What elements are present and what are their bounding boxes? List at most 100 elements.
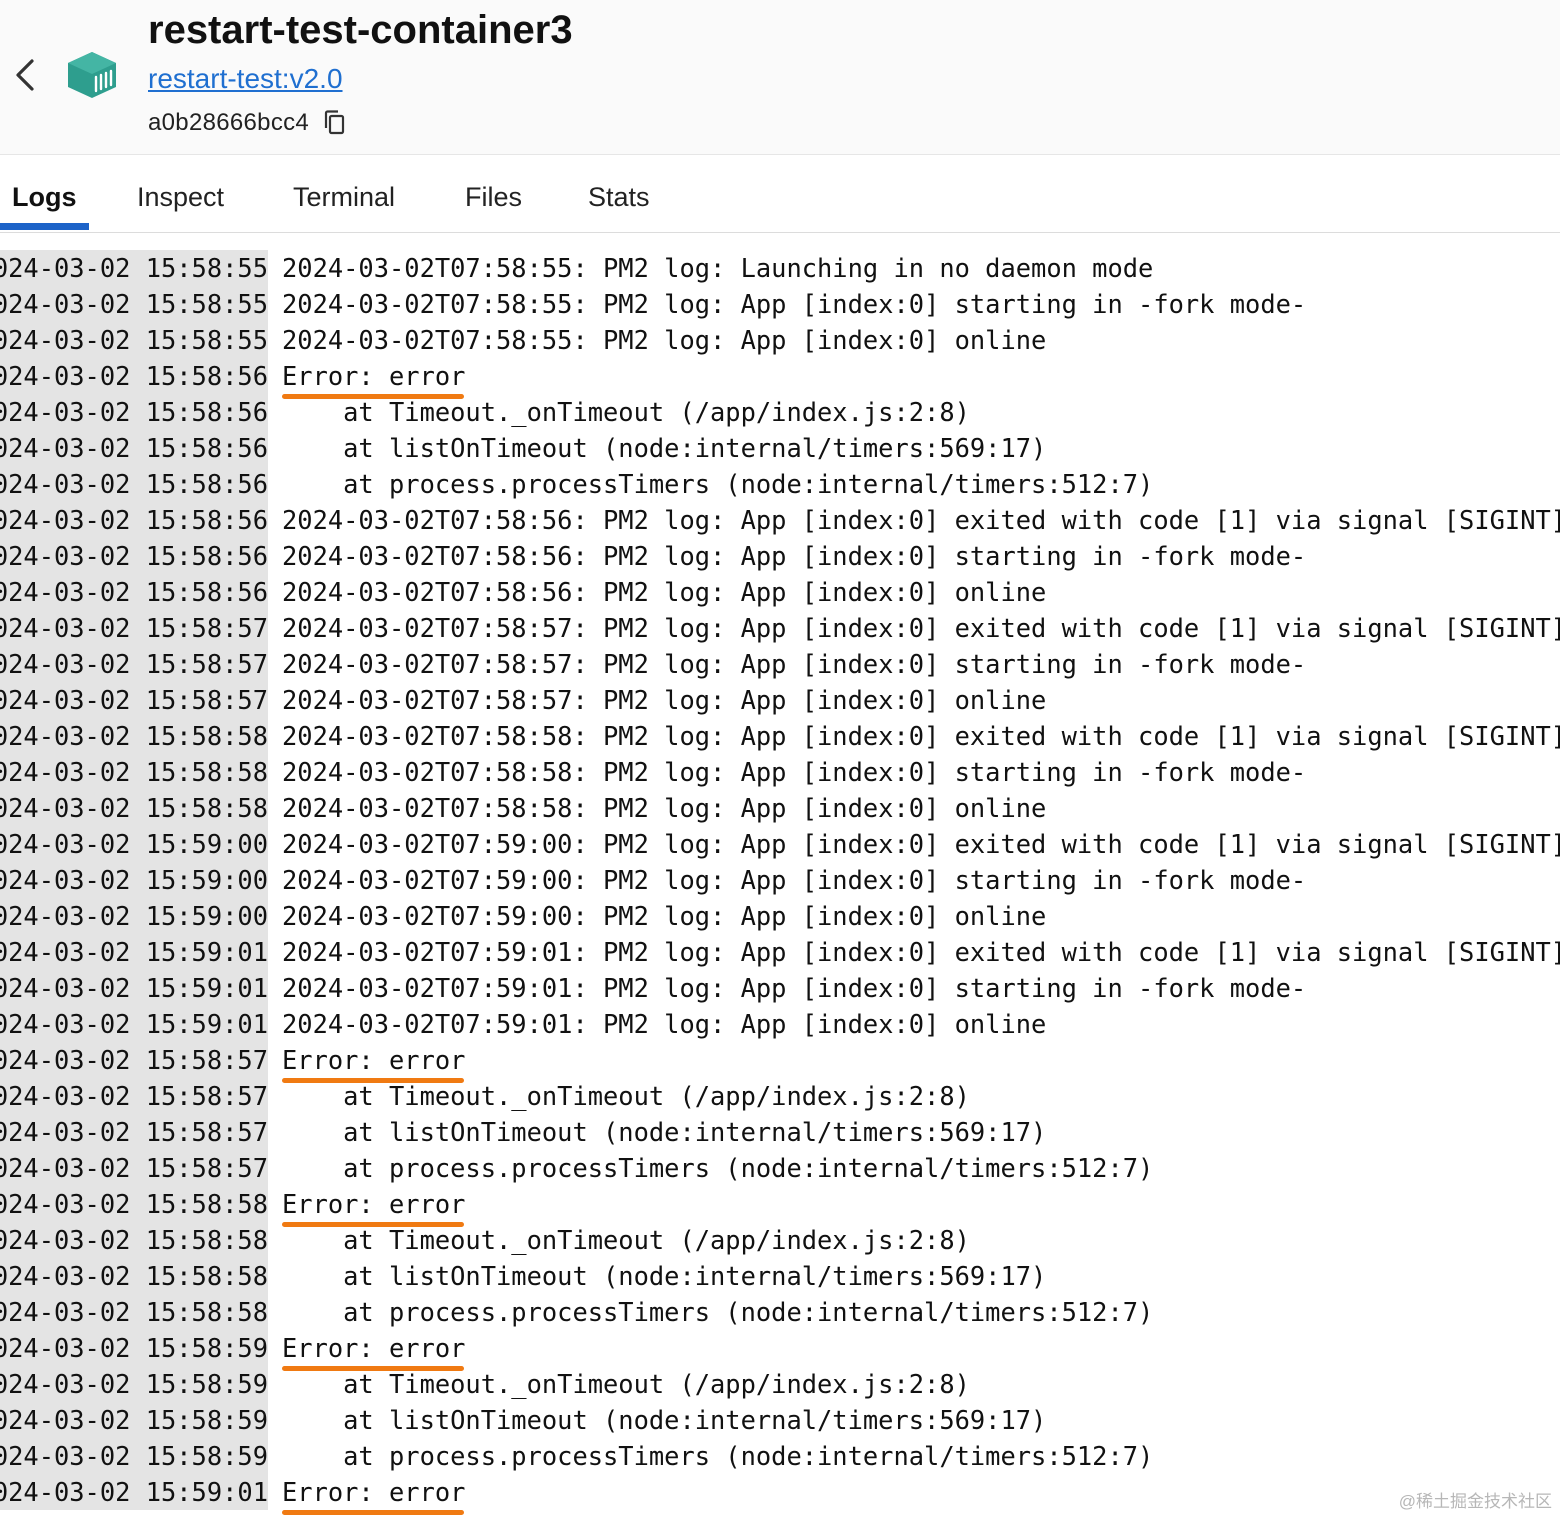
log-timestamp-text: 2024-03-02 15:58:58 [0,1189,268,1219]
chevron-left-icon[interactable] [10,56,40,94]
log-message: at listOnTimeout (node:internal/timers:5… [282,1405,1047,1435]
log-timestamp: 2024-03-02 15:59:00 [0,826,268,862]
log-timestamp-text: 2024-03-02 15:58:58 [0,1297,268,1327]
log-row: 2024-03-02 15:58:56 2024-03-02T07:58:56: … [0,502,1560,538]
log-row: 2024-03-02 15:58:58 at process.processTi… [0,1294,1560,1330]
log-row: 2024-03-02 15:58:58 2024-03-02T07:58:58: … [0,718,1560,754]
log-row: 2024-03-02 15:58:59 at listOnTimeout (no… [0,1402,1560,1438]
log-row: 2024-03-02 15:58:57 Error: error [0,1042,1560,1083]
log-message: 2024-03-02T07:58:56: PM2 log: App [index… [282,541,1307,571]
log-timestamp: 2024-03-02 15:58:58 [0,718,268,754]
log-row: 2024-03-02 15:58:57 at process.processTi… [0,1150,1560,1186]
log-timestamp-text: 2024-03-02 15:59:01 [0,1477,268,1507]
log-row: 2024-03-02 15:59:01 2024-03-02T07:59:01: … [0,934,1560,970]
log-message: at Timeout._onTimeout (/app/index.js:2:8… [282,397,970,427]
log-timestamp: 2024-03-02 15:59:01 [0,934,268,970]
error-highlight-underline [282,1366,464,1371]
log-row: 2024-03-02 15:58:56 2024-03-02T07:58:56: … [0,574,1560,610]
log-message: 2024-03-02T07:58:57: PM2 log: App [index… [282,649,1307,679]
log-message: 2024-03-02T07:58:57: PM2 log: App [index… [282,685,1047,715]
log-message: 2024-03-02T07:58:58: PM2 log: App [index… [282,757,1307,787]
log-timestamp-text: 2024-03-02 15:59:01 [0,937,268,967]
log-message: 2024-03-02T07:59:01: PM2 log: App [index… [282,973,1307,1003]
log-row: 2024-03-02 15:58:56 at Timeout._onTimeou… [0,394,1560,430]
log-timestamp: 2024-03-02 15:58:58 [0,1258,268,1294]
tab-stats[interactable]: Stats [588,182,650,212]
log-timestamp-text: 2024-03-02 15:58:55 [0,289,268,319]
log-row: 2024-03-02 15:59:01 2024-03-02T07:59:01: … [0,1006,1560,1042]
log-message: at Timeout._onTimeout (/app/index.js:2:8… [282,1369,970,1399]
log-timestamp-text: 2024-03-02 15:58:56 [0,577,268,607]
log-timestamp-text: 2024-03-02 15:58:56 [0,397,268,427]
log-timestamp-text: 2024-03-02 15:58:58 [0,757,268,787]
log-timestamp: 2024-03-02 15:59:01 [0,1474,268,1510]
error-highlight-underline [282,1078,464,1083]
log-message: 2024-03-02T07:59:01: PM2 log: App [index… [282,937,1560,967]
log-timestamp: 2024-03-02 15:58:55 [0,286,268,322]
log-row: 2024-03-02 15:58:56 2024-03-02T07:58:56: … [0,538,1560,574]
log-row: 2024-03-02 15:58:58 at listOnTimeout (no… [0,1258,1560,1294]
log-timestamp-text: 2024-03-02 15:58:57 [0,649,268,679]
log-timestamp: 2024-03-02 15:58:58 [0,1222,268,1258]
log-message: 2024-03-02T07:58:57: PM2 log: App [index… [282,613,1560,643]
tab-logs[interactable]: Logs [12,182,77,212]
log-timestamp-text: 2024-03-02 15:58:55 [0,325,268,355]
log-timestamp-text: 2024-03-02 15:58:58 [0,793,268,823]
log-timestamp-text: 2024-03-02 15:58:56 [0,361,268,391]
log-timestamp-text: 2024-03-02 15:58:59 [0,1441,268,1471]
log-timestamp: 2024-03-02 15:58:56 [0,502,268,538]
log-message: at process.processTimers (node:internal/… [282,469,1154,499]
log-timestamp: 2024-03-02 15:58:55 [0,250,268,286]
log-error-message: Error: error [282,1477,466,1507]
tab-files[interactable]: Files [465,182,523,212]
tab-terminal[interactable]: Terminal [293,182,396,212]
log-message: at process.processTimers (node:internal/… [282,1153,1154,1183]
image-tag-link[interactable]: restart-test:v2.0 [148,63,343,94]
log-timestamp: 2024-03-02 15:58:56 [0,358,268,394]
log-message: 2024-03-02T07:58:58: PM2 log: App [index… [282,793,1047,823]
log-row: 2024-03-02 15:58:55 2024-03-02T07:58:55: … [0,250,1560,286]
log-row: 2024-03-02 15:59:01 2024-03-02T07:59:01: … [0,970,1560,1006]
log-error-message: Error: error [282,1333,466,1363]
log-message: 2024-03-02T07:58:56: PM2 log: App [index… [282,505,1560,535]
log-timestamp: 2024-03-02 15:58:57 [0,682,268,718]
log-row: 2024-03-02 15:59:01 Error: error [0,1474,1560,1515]
log-row: 2024-03-02 15:58:58 at Timeout._onTimeou… [0,1222,1560,1258]
log-timestamp: 2024-03-02 15:58:57 [0,1042,268,1078]
log-timestamp: 2024-03-02 15:58:56 [0,538,268,574]
log-message: 2024-03-02T07:58:55: PM2 log: Launching … [282,253,1154,283]
log-row: 2024-03-02 15:58:55 2024-03-02T07:58:55: … [0,322,1560,358]
log-message: at listOnTimeout (node:internal/timers:5… [282,1261,1047,1291]
log-timestamp: 2024-03-02 15:58:57 [0,1150,268,1186]
copy-icon[interactable] [322,108,348,138]
log-row: 2024-03-02 15:58:57 2024-03-02T07:58:57: … [0,646,1560,682]
log-timestamp-text: 2024-03-02 15:58:55 [0,253,268,283]
log-timestamp: 2024-03-02 15:59:01 [0,970,268,1006]
log-message: 2024-03-02T07:58:55: PM2 log: App [index… [282,325,1047,355]
log-timestamp: 2024-03-02 15:58:59 [0,1402,268,1438]
container-id: a0b28666bcc4 [148,109,310,136]
log-message: 2024-03-02T07:59:01: PM2 log: App [index… [282,1009,1047,1039]
log-timestamp: 2024-03-02 15:58:57 [0,1078,268,1114]
log-message: 2024-03-02T07:58:58: PM2 log: App [index… [282,721,1560,751]
log-timestamp-text: 2024-03-02 15:59:00 [0,829,268,859]
log-row: 2024-03-02 15:58:56 at process.processTi… [0,466,1560,502]
log-message: at Timeout._onTimeout (/app/index.js:2:8… [282,1081,970,1111]
log-timestamp-text: 2024-03-02 15:58:56 [0,541,268,571]
tab-inspect[interactable]: Inspect [137,182,225,212]
log-timestamp-text: 2024-03-02 15:59:01 [0,1009,268,1039]
log-timestamp: 2024-03-02 15:58:55 [0,322,268,358]
log-message: at listOnTimeout (node:internal/timers:5… [282,1117,1047,1147]
log-timestamp: 2024-03-02 15:58:56 [0,394,268,430]
log-timestamp: 2024-03-02 15:59:01 [0,1006,268,1042]
log-message: at process.processTimers (node:internal/… [282,1441,1154,1471]
log-timestamp: 2024-03-02 15:58:58 [0,754,268,790]
log-error-message: Error: error [282,1045,466,1075]
log-message: 2024-03-02T07:58:56: PM2 log: App [index… [282,577,1047,607]
log-row: 2024-03-02 15:58:59 at process.processTi… [0,1438,1560,1474]
log-output[interactable]: 2024-03-02 15:58:55 2024-03-02T07:58:55: … [0,250,1560,1518]
